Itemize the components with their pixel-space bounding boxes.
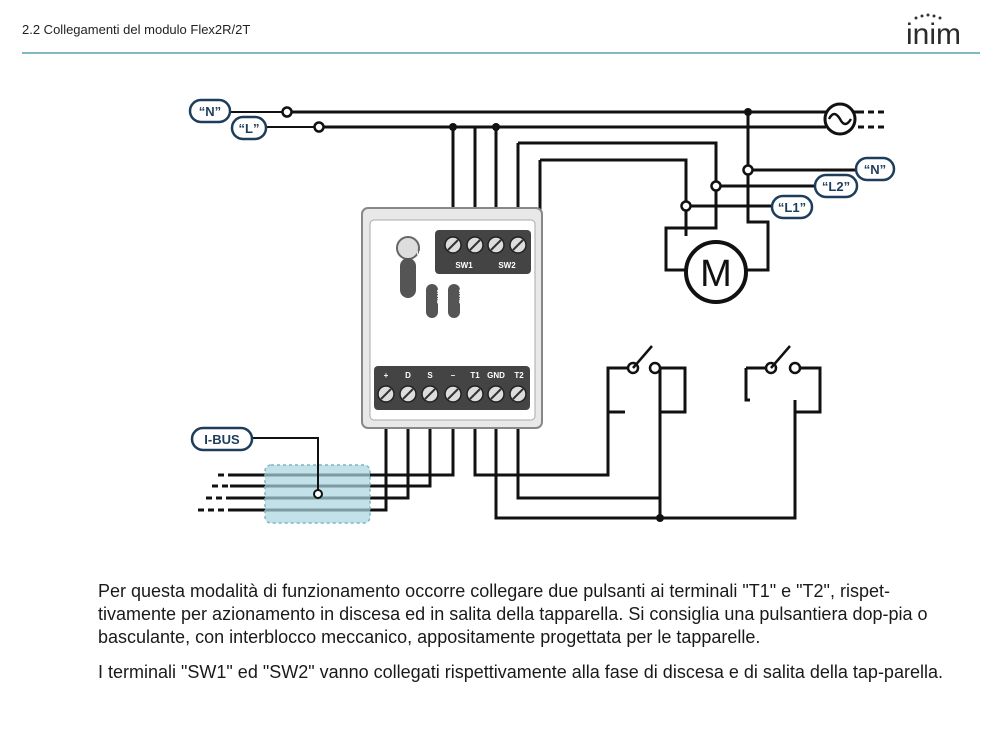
- wiring-diagram: M TOGGLE SW1 SW2 SW1 SW2: [188, 98, 896, 524]
- svg-text:“L1”: “L1”: [778, 200, 806, 215]
- svg-text:“N”: “N”: [199, 104, 221, 119]
- terminal-s: S: [427, 371, 433, 380]
- paragraph-1: Per questa modalità di funzionamento occ…: [98, 581, 928, 647]
- svg-text:I-BUS: I-BUS: [204, 432, 240, 447]
- pushbutton-down-icon: [626, 345, 662, 375]
- label-ibus: I-BUS: [190, 426, 254, 452]
- terminal-d: D: [405, 371, 411, 380]
- label-l1: “L1”: [770, 194, 814, 220]
- header-divider: [22, 52, 980, 54]
- terminal-group-sw2: SW2: [498, 261, 516, 270]
- svg-text:“N”: “N”: [864, 162, 886, 177]
- body-text: Per questa modalità di funzionamento occ…: [98, 580, 958, 696]
- svg-text:“L2”: “L2”: [822, 179, 850, 194]
- label-neutral-right: “N”: [854, 156, 896, 182]
- label-live-left: “L”: [230, 115, 268, 141]
- terminal-group-sw1: SW1: [455, 261, 473, 270]
- ibus-shield: [253, 437, 371, 524]
- terminal-gnd: GND: [487, 371, 505, 380]
- svg-text:“L”: “L”: [239, 121, 260, 136]
- terminal-t1: T1: [470, 371, 480, 380]
- brand-logo: inim: [906, 13, 961, 50]
- terminal-plus: +: [384, 371, 389, 380]
- section-title: 2.2 Collegamenti del modulo Flex2R/2T: [22, 22, 251, 37]
- sw1-led-label: SW1: [437, 289, 444, 304]
- label-l2: “L2”: [813, 173, 859, 199]
- toggle-label: TOGGLE: [417, 250, 424, 280]
- ac-source-icon: [823, 102, 857, 136]
- pushbutton-up-icon: [764, 345, 802, 375]
- motor-icon: M: [684, 240, 748, 304]
- toggle-button-icon: [396, 236, 420, 260]
- paragraph-2: I terminali "SW1" ed "SW2" vanno collega…: [98, 662, 943, 682]
- flex-module: TOGGLE SW1 SW2 SW1 SW2: [361, 207, 543, 429]
- terminal-t2: T2: [514, 371, 524, 380]
- sw2-led-label: SW2: [459, 289, 466, 304]
- terminal-minus: –: [451, 371, 456, 380]
- brand-name: inim: [906, 18, 961, 50]
- label-neutral-left: “N”: [188, 98, 232, 124]
- motor-label: M: [700, 253, 732, 295]
